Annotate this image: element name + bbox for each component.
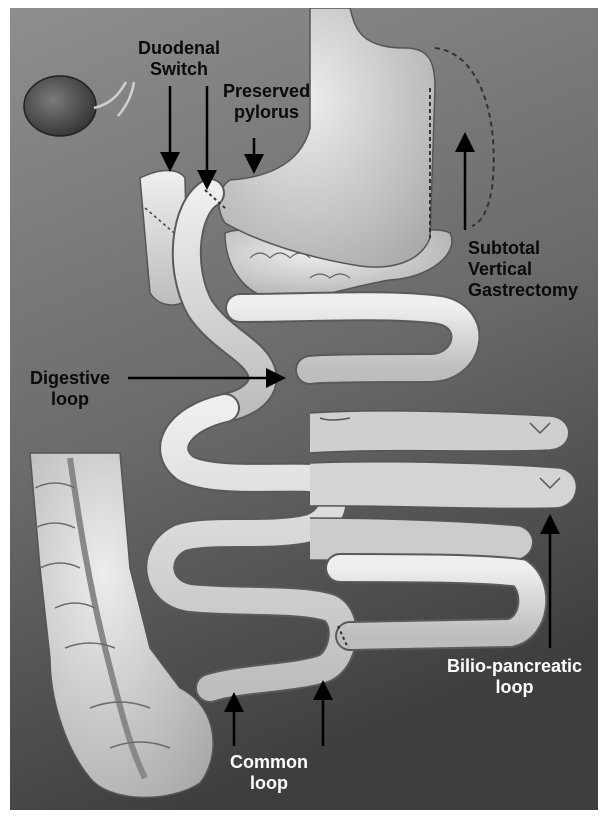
label-line: Digestive xyxy=(30,368,110,389)
label-duodenal-switch: Duodenal Switch xyxy=(138,38,220,80)
label-digestive-loop: Digestive loop xyxy=(30,368,110,410)
anatomy-illustration: Duodenal Switch Preserved pylorus Subtot… xyxy=(10,8,598,810)
label-subtotal-vertical-gastrectomy: Subtotal Vertical Gastrectomy xyxy=(468,238,578,301)
label-line: Bilio-pancreatic xyxy=(447,656,582,677)
label-line: loop xyxy=(30,389,110,410)
label-line: loop xyxy=(230,773,308,794)
label-line: Subtotal xyxy=(468,238,578,259)
label-line: Switch xyxy=(138,59,220,80)
label-line: Vertical xyxy=(468,259,578,280)
label-line: Preserved xyxy=(223,81,310,102)
label-line: Duodenal xyxy=(138,38,220,59)
label-line: Common xyxy=(230,752,308,773)
gallbladder xyxy=(24,76,96,136)
label-common-loop: Common loop xyxy=(230,752,308,794)
label-line: pylorus xyxy=(223,102,310,123)
label-line: Gastrectomy xyxy=(468,280,578,301)
label-preserved-pylorus: Preserved pylorus xyxy=(223,81,310,123)
label-bilio-pancreatic-loop: Bilio-pancreatic loop xyxy=(447,656,582,698)
label-line: loop xyxy=(447,677,582,698)
